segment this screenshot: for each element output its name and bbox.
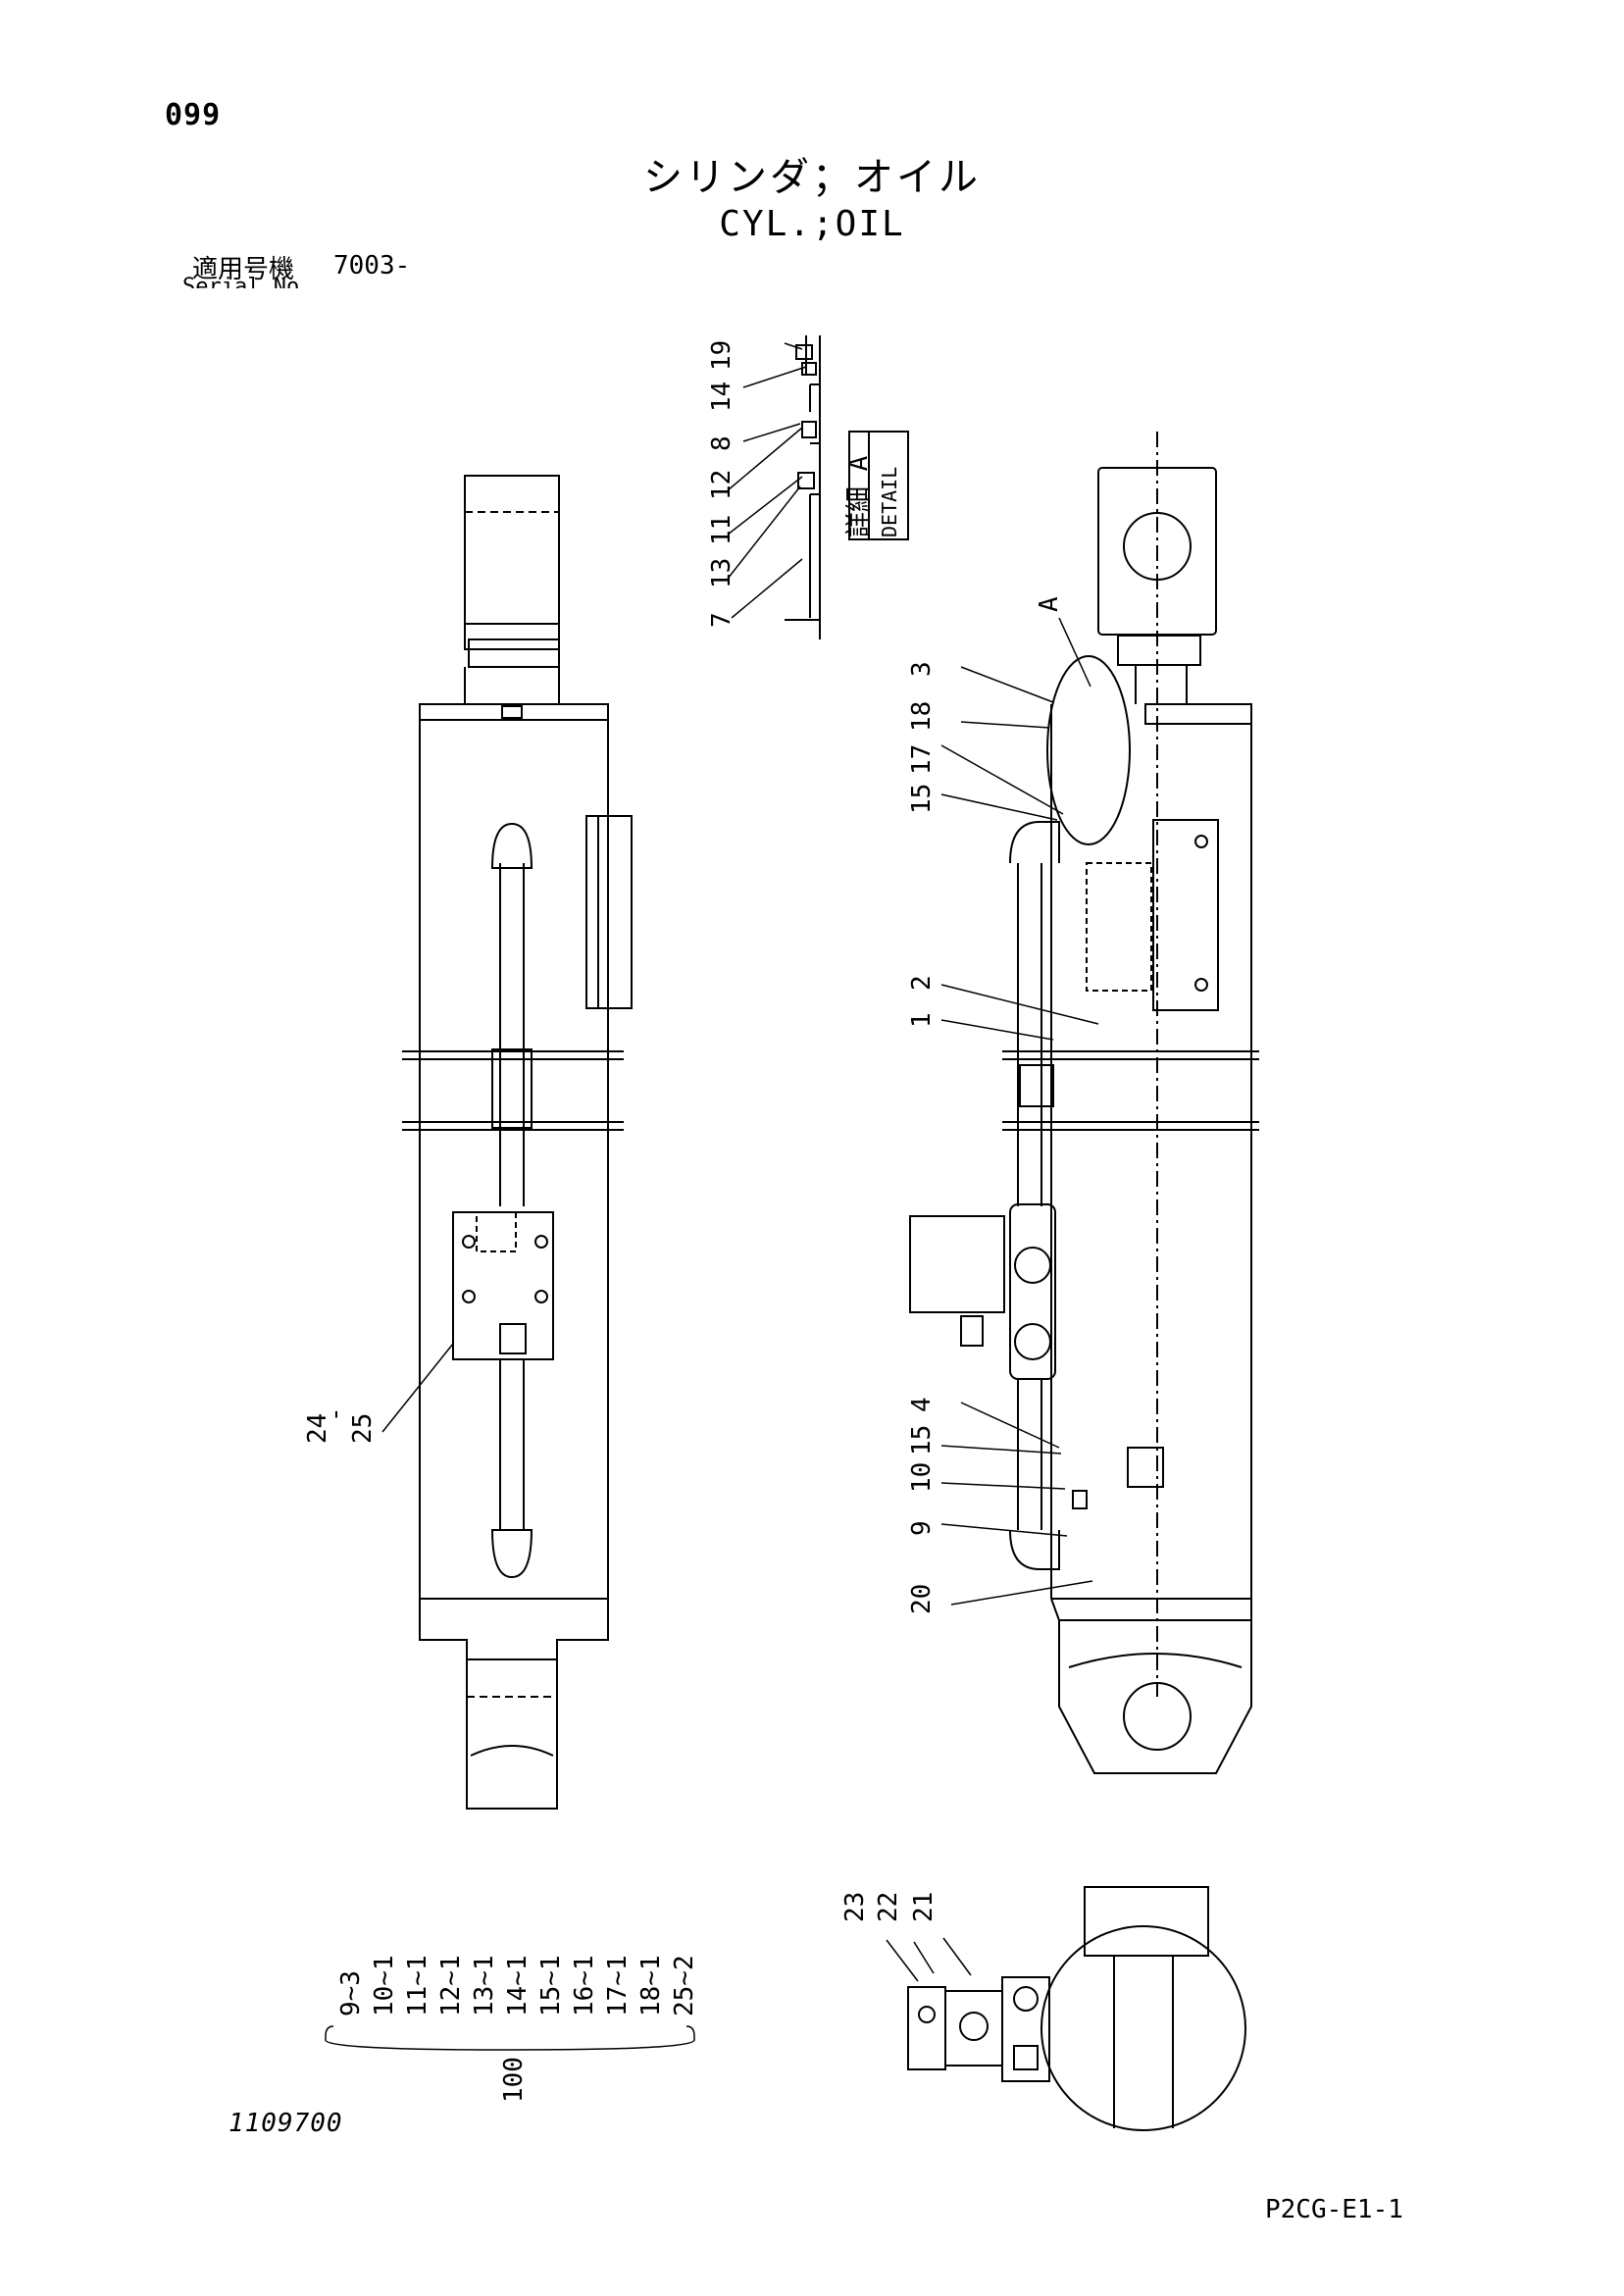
side-callout: 17 <box>907 744 937 775</box>
side-callout: 18 <box>907 701 937 732</box>
sheet-id: P2CG-E1-1 <box>1265 2195 1403 2224</box>
side-callout: 15 <box>907 1425 937 1455</box>
page-number: 099 <box>165 98 222 132</box>
side-callout: 1 <box>907 1012 937 1028</box>
kit-item: 11~1 <box>403 1955 432 2016</box>
detail-box-subtitle: DETAIL <box>878 467 901 537</box>
kit-item: 12~1 <box>436 1955 466 2016</box>
side-callout: 15 <box>907 784 937 814</box>
serial-label: 適用号機 <box>192 255 295 284</box>
detail-callout: 19 <box>707 340 736 371</box>
side-callout: 2 <box>907 975 937 991</box>
side-callout: 20 <box>907 1584 937 1614</box>
side-callout: 4 <box>907 1397 937 1412</box>
drawing-number: 1109700 <box>228 2109 343 2138</box>
side-view-leaders <box>940 617 1099 1606</box>
end-callout: 21 <box>909 1892 939 1922</box>
serial-label-english: Serial No. <box>182 277 312 288</box>
end-callout: 22 <box>874 1892 903 1922</box>
kit-item: 17~1 <box>603 1955 633 2016</box>
detail-callout: 7 <box>707 612 736 628</box>
kit-item: 25~2 <box>670 1955 699 2016</box>
kit-item: 10~1 <box>370 1955 399 2016</box>
kit-number: 100 <box>499 2057 529 2103</box>
front-callout: 25 <box>348 1413 378 1444</box>
detail-callout: 12 <box>707 470 736 500</box>
serial-value: 7003- <box>333 251 411 281</box>
kit-item: 14~1 <box>503 1955 533 2016</box>
detail-box-title: 詳細 A <box>844 455 874 537</box>
side-callout: 9 <box>907 1520 937 1536</box>
title-english: CYL.;OIL <box>719 204 905 244</box>
detail-a-leader-lines <box>727 342 807 619</box>
side-callout: 3 <box>907 661 937 677</box>
detail-callout: 13 <box>707 558 736 588</box>
detail-callout: 11 <box>707 515 736 545</box>
end-view <box>907 1886 1246 2131</box>
front-callout: 24 <box>303 1413 332 1444</box>
kit-item: 9~3 <box>336 1970 366 2016</box>
detail-callout: 14 <box>707 382 736 412</box>
detail-callout: 8 <box>707 435 736 451</box>
kit-item: 15~1 <box>536 1955 566 2016</box>
detail-a-box <box>848 431 909 540</box>
kit-brace <box>325 2025 695 2051</box>
kit-item: 13~1 <box>470 1955 499 2016</box>
end-view-leaders <box>886 1937 972 1982</box>
detail-a-view <box>785 335 821 639</box>
front-callout-separator: - <box>321 1406 350 1422</box>
side-callout: 10 <box>907 1462 937 1493</box>
end-callout: 23 <box>840 1892 870 1922</box>
section-marker: A <box>1035 596 1064 612</box>
front-view-cylinder <box>402 475 633 1810</box>
kit-item: 18~1 <box>636 1955 666 2016</box>
title-japanese: シリンダ；オイル <box>643 155 981 200</box>
front-view-leader <box>381 1343 454 1433</box>
side-view-cylinder <box>909 432 1259 1774</box>
kit-item: 16~1 <box>570 1955 599 2016</box>
